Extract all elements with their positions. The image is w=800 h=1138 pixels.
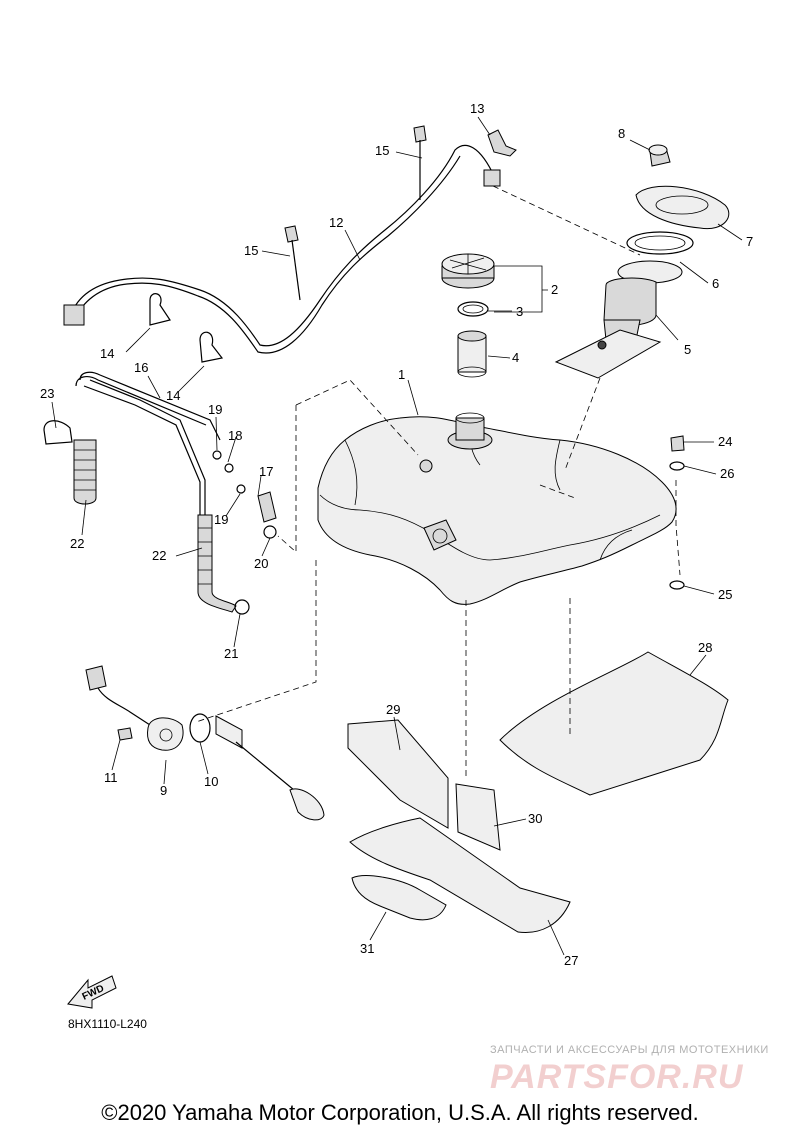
fuel-pump [554,260,683,379]
watermark-subtitle: ЗАПЧАСТИ И АКСЕССУАРЫ ДЛЯ МОТОТЕХНИКИ [490,1044,769,1056]
heat-insulator-27 [349,817,571,934]
hose-joint [257,491,277,523]
hose-clip [487,129,517,157]
callout-2: 2 [551,282,558,297]
leader-lines [51,116,743,956]
drain-hose-left [73,439,97,505]
callout-13: 13 [470,101,484,116]
hose-holder [43,420,73,445]
diagram-code: 8HX1110-L240 [68,1017,147,1031]
cable-band-2 [413,125,427,200]
callout-24: 24 [718,434,732,449]
callout-29: 29 [386,702,400,717]
svg-text:PARTSFOR.RU: PARTSFOR.RU [490,1058,744,1096]
callout-11: 11 [104,770,118,785]
drain-hose-right [197,514,237,613]
nut-cap [648,144,671,167]
fuel-strainer [457,330,487,378]
fuel-tank [317,412,677,605]
assembly-lines [195,185,681,780]
callout-30: 30 [528,811,542,826]
callout-19a: 19 [208,402,222,417]
callout-4: 4 [512,350,519,365]
pump-gasket [626,231,694,255]
callout-27: 27 [564,953,578,968]
callout-19b: 19 [214,512,228,527]
callout-6: 6 [712,276,719,291]
hose-clamp-right [199,331,224,363]
callout-16: 16 [134,360,148,375]
callout-15b: 15 [375,143,389,158]
callout-31: 31 [360,941,374,956]
fwd-arrow-icon: FWD [67,975,117,1009]
callout-21: 21 [224,646,238,661]
heat-insulator-28 [499,651,729,796]
callout-14a: 14 [100,346,114,361]
cable-band-1 [284,225,301,301]
heat-insulator-31 [351,875,447,921]
callout-17: 17 [259,464,273,479]
callout-22a: 22 [70,536,84,551]
callout-23: 23 [40,386,54,401]
callout-22b: 22 [152,548,166,563]
callout-3: 3 [516,304,523,319]
callout-1: 1 [398,367,405,382]
fuel-tank-cap [441,253,495,289]
copyright-notice: ©2020 Yamaha Motor Corporation, U.S.A. A… [101,1100,699,1125]
callout-8: 8 [618,126,625,141]
callout-labels: 1 2 3 4 5 6 7 8 9 10 11 12 13 14 14 15 1… [40,101,753,968]
fuel-hose [63,144,501,354]
cap-gasket [457,301,489,317]
callout-15a: 15 [244,243,258,258]
fuel-sender-unit [85,665,325,821]
heat-insulator-30 [455,783,501,851]
callout-25: 25 [718,587,732,602]
callout-20: 20 [254,556,268,571]
tank-mount-parts [669,435,685,590]
callout-7: 7 [746,234,753,249]
watermark-logo: PARTSFOR.RU [490,1058,744,1096]
callout-5: 5 [684,342,691,357]
pump-retainer-plate [635,185,730,230]
heat-insulator-29 [347,719,449,829]
hose-clamp-left [149,293,171,326]
callout-12: 12 [329,215,343,230]
callout-28: 28 [698,640,712,655]
callout-26: 26 [720,466,734,481]
callout-14b: 14 [166,388,180,403]
callout-10: 10 [204,774,218,789]
callout-9: 9 [160,783,167,798]
callout-18: 18 [228,428,242,443]
